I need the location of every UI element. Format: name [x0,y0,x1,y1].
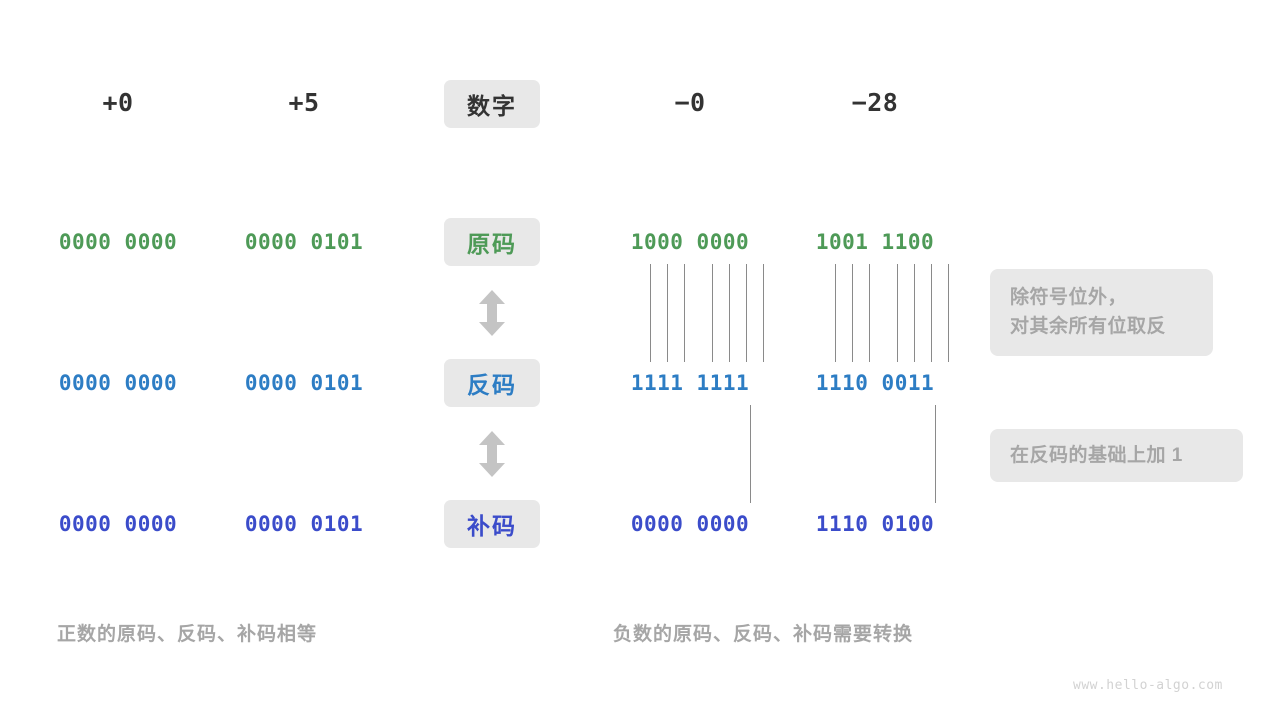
column-header-minus-zero: −0 [674,88,706,117]
arrow-ones-to-twos-icon [475,431,509,477]
column-header-minus-twentyeight: −28 [851,88,899,117]
connector-line [835,264,836,362]
connector-line [746,264,747,362]
connector-line [750,405,751,503]
connector-line [763,264,764,362]
row-label-sign-magnitude: 原码 [444,218,540,266]
note-plus-one: 在反码的基础上加 1 [990,429,1243,483]
connector-line [667,264,668,362]
connector-line [729,264,730,362]
bits-sign-magnitude-minus-zero: 1000 0000 [630,230,750,254]
bits-ones-complement-minus-zero: 1111 1111 [630,371,750,395]
caption-positive: 正数的原码、反码、补码相等 [57,624,318,645]
bits-twos-complement-plus-zero: 0000 0000 [58,512,178,536]
column-header-plus-five: +5 [288,88,320,117]
bits-sign-magnitude-plus-five: 0000 0101 [244,230,364,254]
connector-line [712,264,713,362]
column-header-plus-zero: +0 [102,88,134,117]
bits-ones-complement-plus-five: 0000 0101 [244,371,364,395]
connector-line [931,264,932,362]
connector-line [914,264,915,362]
bits-twos-complement-minus-zero: 0000 0000 [630,512,750,536]
bits-ones-complement-plus-zero: 0000 0000 [58,371,178,395]
row-label-ones-complement: 反码 [444,359,540,407]
bits-sign-magnitude-minus-twentyeight: 1001 1100 [815,230,935,254]
bits-ones-complement-minus-twentyeight: 1110 0011 [815,371,935,395]
connector-line [897,264,898,362]
watermark: www.hello-algo.com [1073,678,1223,693]
note-invert: 除符号位外， 对其余所有位取反 [990,269,1213,356]
caption-negative: 负数的原码、反码、补码需要转换 [613,624,914,645]
row-label-twos-complement: 补码 [444,500,540,548]
connector-line [684,264,685,362]
connector-line [869,264,870,362]
bits-twos-complement-plus-five: 0000 0101 [244,512,364,536]
connector-line [650,264,651,362]
bits-sign-magnitude-plus-zero: 0000 0000 [58,230,178,254]
connector-line [852,264,853,362]
row-label-number: 数字 [444,80,540,128]
connector-line [948,264,949,362]
connector-line [935,405,936,503]
arrow-sign-to-ones-icon [475,290,509,336]
bits-twos-complement-minus-twentyeight: 1110 0100 [815,512,935,536]
